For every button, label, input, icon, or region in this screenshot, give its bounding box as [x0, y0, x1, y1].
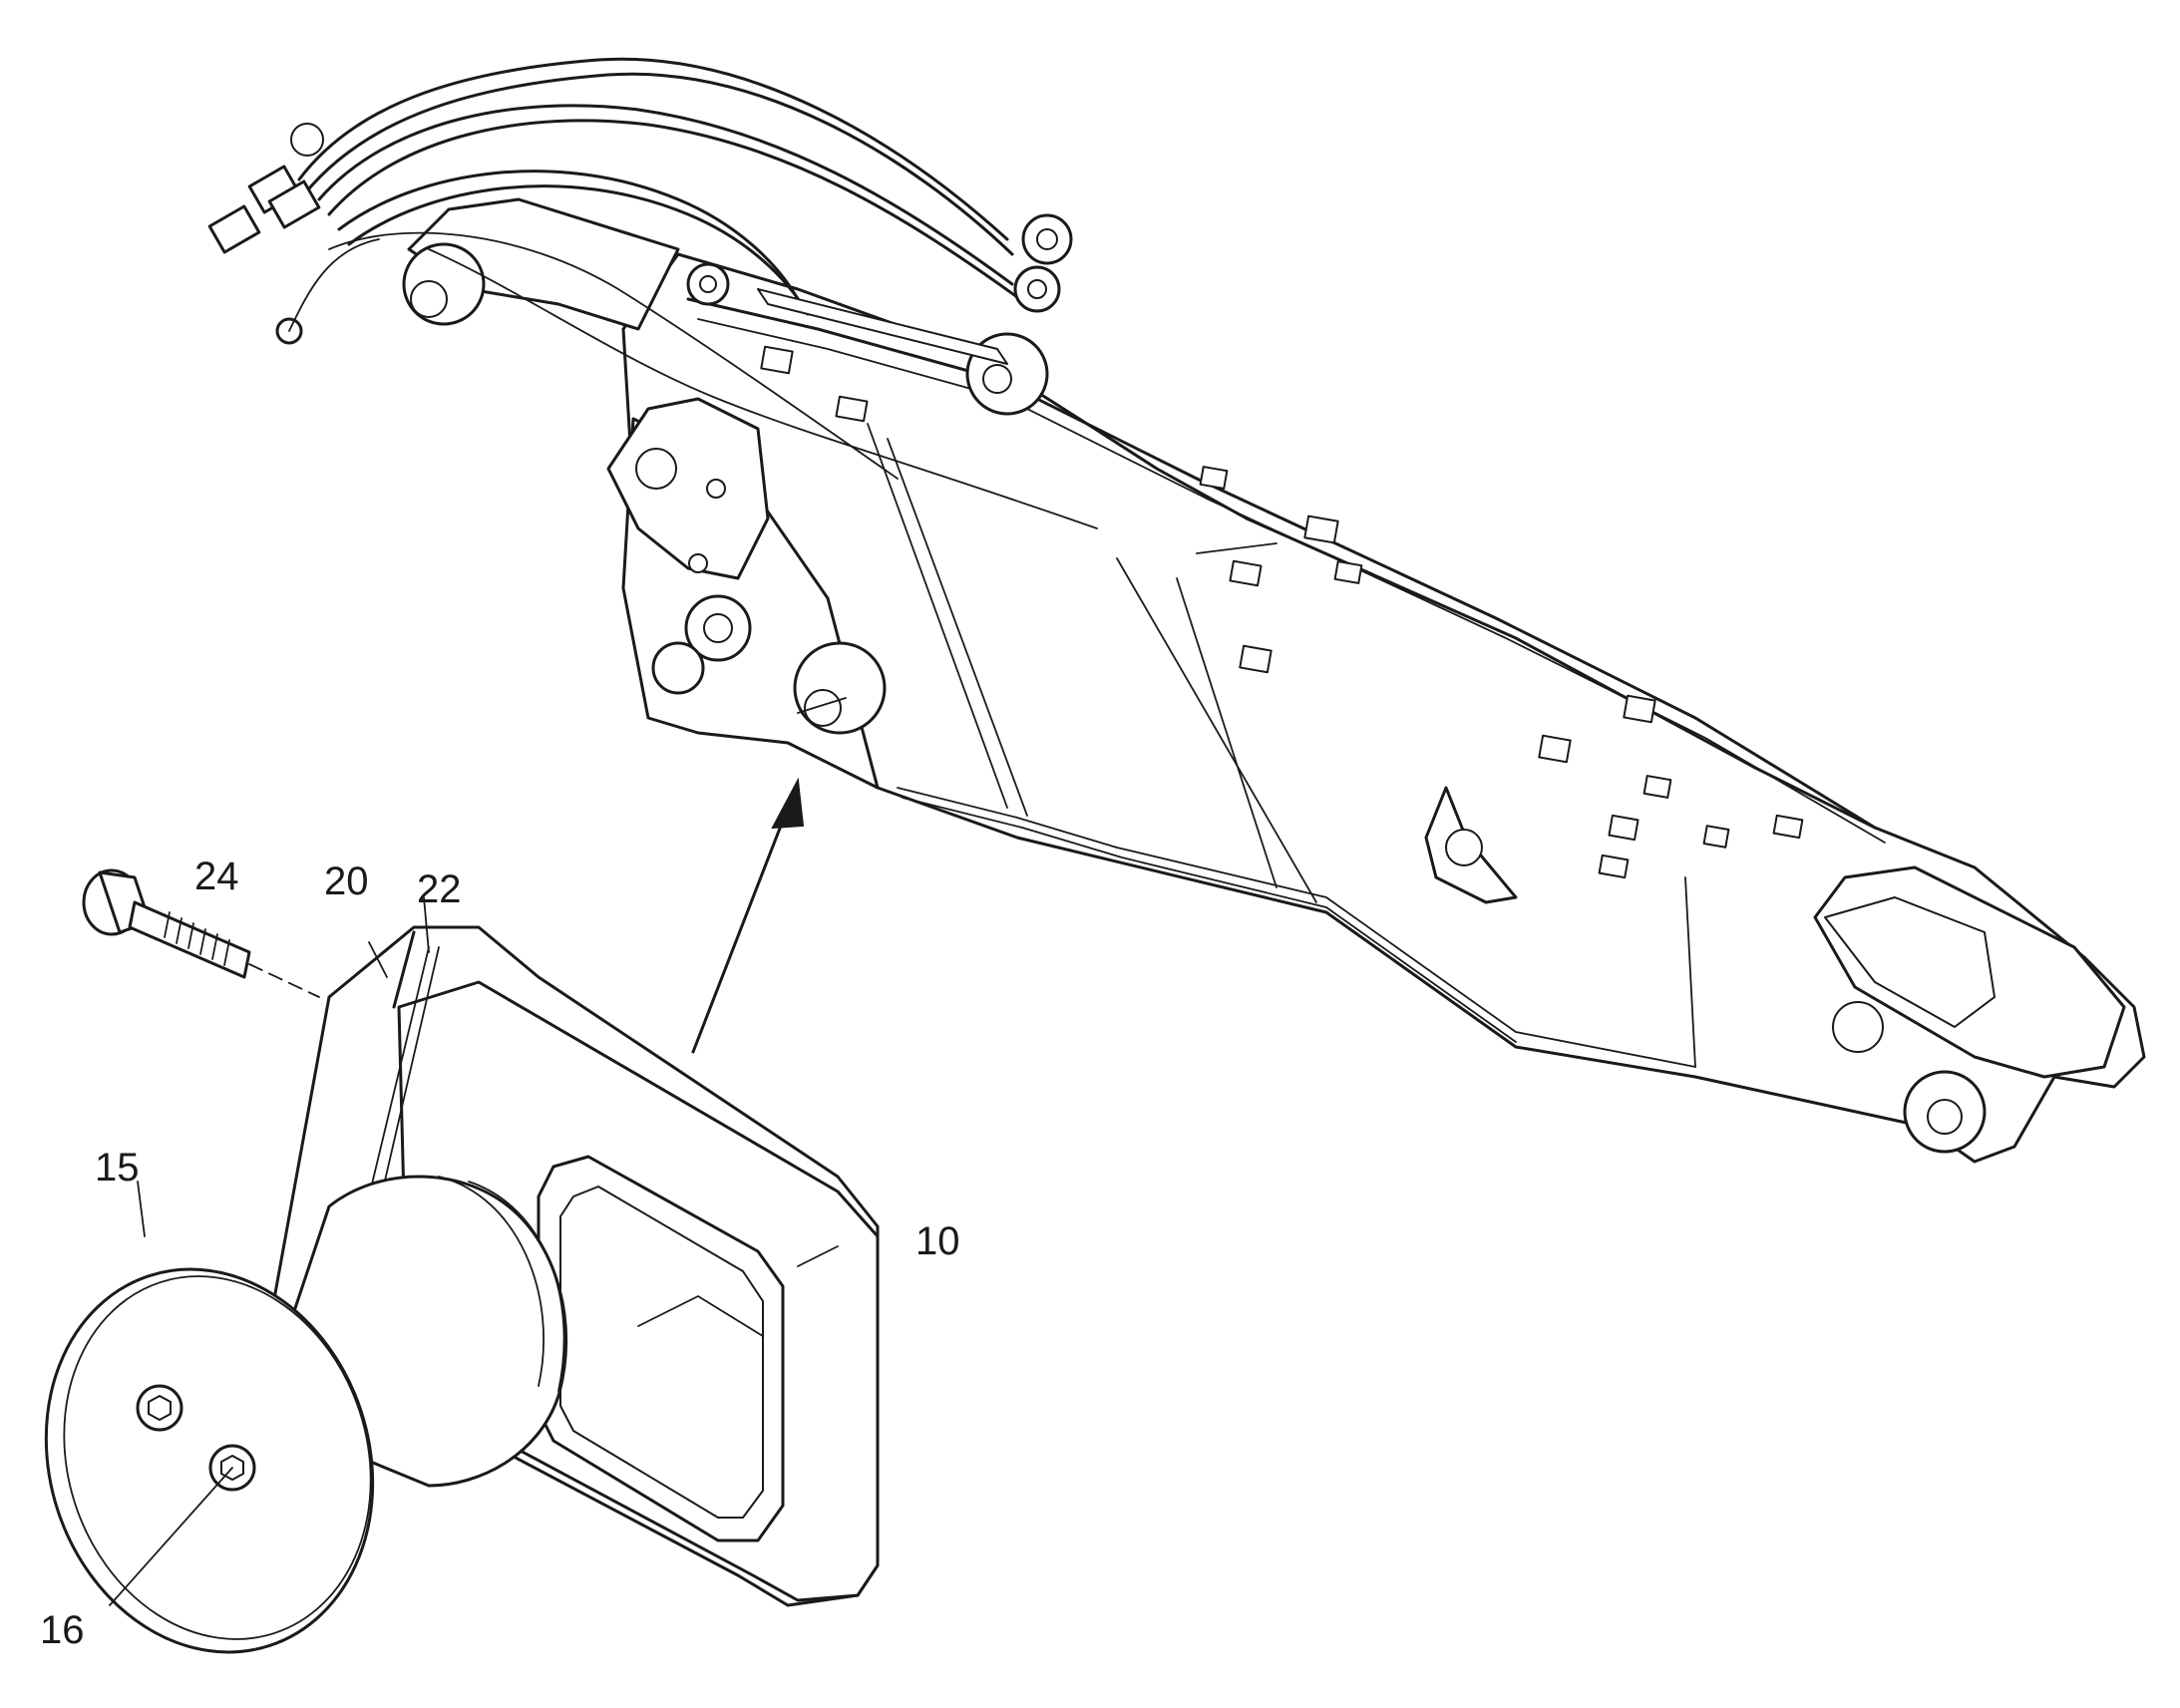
boom-lower-edge: [897, 787, 1696, 1068]
clip-2: [835, 395, 869, 423]
hydraulic-hoses: [297, 57, 1098, 529]
wire-2: [428, 248, 1098, 529]
clip-11: [1702, 825, 1730, 849]
boom-seam-6: [1196, 542, 1277, 554]
hose-1: [297, 57, 1009, 241]
cap-screw: [82, 868, 320, 998]
bracket-edge: [392, 930, 416, 1009]
hose-fittings: [207, 123, 380, 345]
rear-pulley-hub: [410, 280, 448, 318]
boom-lower-edge-2: [902, 797, 1517, 1043]
block-leader-10: [797, 1245, 839, 1267]
clip-5: [1239, 644, 1272, 674]
label-24: 24: [194, 854, 239, 898]
hose-5: [337, 170, 800, 301]
hose-end-fitting-1-bore: [1036, 228, 1058, 250]
hose-4: [327, 119, 1019, 299]
boom-seam-2: [887, 438, 1028, 817]
roller-flange-rim: [63, 1275, 372, 1640]
tip-side-boss: [1832, 1001, 1884, 1053]
boom-top-ridge: [686, 297, 1877, 830]
excavator-boom: [207, 57, 2146, 1164]
hose-2: [302, 72, 1014, 256]
hose-end-fitting-3-bore: [699, 275, 717, 293]
tip-pin: [1927, 1099, 1963, 1135]
label-22: 22: [417, 867, 462, 911]
exploded-parts: [44, 868, 880, 1654]
clip-7: [1623, 694, 1656, 724]
leader-16: [109, 1467, 233, 1606]
clevis-slot: [1824, 896, 1996, 1028]
clip-9: [1772, 814, 1804, 840]
sensor-cable: [288, 238, 380, 332]
foot-pin-axis: [797, 697, 847, 714]
clip-3: [1303, 514, 1339, 544]
clip-10: [1598, 854, 1630, 879]
cylinder-mount-hole: [635, 448, 677, 490]
hose-clip-brackets: [760, 345, 1804, 879]
leader-15: [137, 1181, 146, 1237]
leader-20: [368, 941, 388, 978]
shim-edge-1: [368, 946, 430, 1197]
mid-pivot-hole: [982, 364, 1012, 394]
arrow-shaft: [691, 806, 790, 1054]
label-16: 16: [40, 1608, 85, 1652]
boom-seam-1: [867, 423, 1008, 809]
hose-3: [317, 104, 1014, 286]
clip-4: [1229, 559, 1263, 587]
foot-boss-1-hole: [703, 613, 733, 643]
leader-22: [423, 896, 430, 953]
shim-edge-2: [378, 946, 440, 1207]
clip-13: [1199, 466, 1229, 490]
roller-hub-ring-2: [468, 1181, 565, 1392]
side-lug-hole: [1445, 829, 1483, 866]
label-15: 15: [95, 1146, 140, 1190]
clip-6: [1538, 734, 1572, 764]
roller-flange: [44, 1267, 375, 1654]
foot-boss-2: [651, 641, 705, 695]
roller: [44, 1175, 568, 1654]
wire-1: [328, 231, 899, 480]
roller-bolt-upper-hex: [148, 1395, 172, 1421]
boom-seam-5: [1684, 876, 1696, 1068]
clip-14: [1333, 560, 1363, 584]
cylinder-mount-bracket: [606, 397, 770, 580]
part-labels: 24 20 22 15 16 10: [40, 854, 960, 1652]
cap-screw-centerline: [248, 963, 320, 998]
roller-hub-ring: [438, 1176, 545, 1387]
fitting-2: [267, 179, 321, 229]
boom-top-ridge-inner: [697, 318, 1886, 844]
assembly-arrow: [691, 777, 805, 1054]
hose-6: [347, 184, 810, 316]
foot-pin: [804, 689, 842, 727]
clip-12: [1642, 775, 1672, 799]
label-10: 10: [915, 1219, 960, 1263]
leader-lines: [109, 896, 430, 1606]
arrow-head: [771, 777, 805, 830]
guide-block: [267, 925, 880, 1607]
label-20: 20: [324, 859, 369, 903]
clip-1: [760, 345, 794, 375]
clip-8: [1608, 814, 1639, 842]
fitting-eye: [290, 123, 324, 157]
top-slot-plate: [757, 288, 1008, 365]
block-window-ramp: [637, 1295, 764, 1337]
boom-seam-4: [1176, 577, 1277, 888]
mount-bolt-2: [688, 553, 708, 573]
fitting-3: [207, 204, 261, 254]
hose-end-fitting-2-bore: [1027, 279, 1047, 299]
mount-bolt-1: [706, 479, 726, 499]
boom-seam-3: [1116, 557, 1317, 903]
cap-screw-threads: [164, 911, 230, 966]
